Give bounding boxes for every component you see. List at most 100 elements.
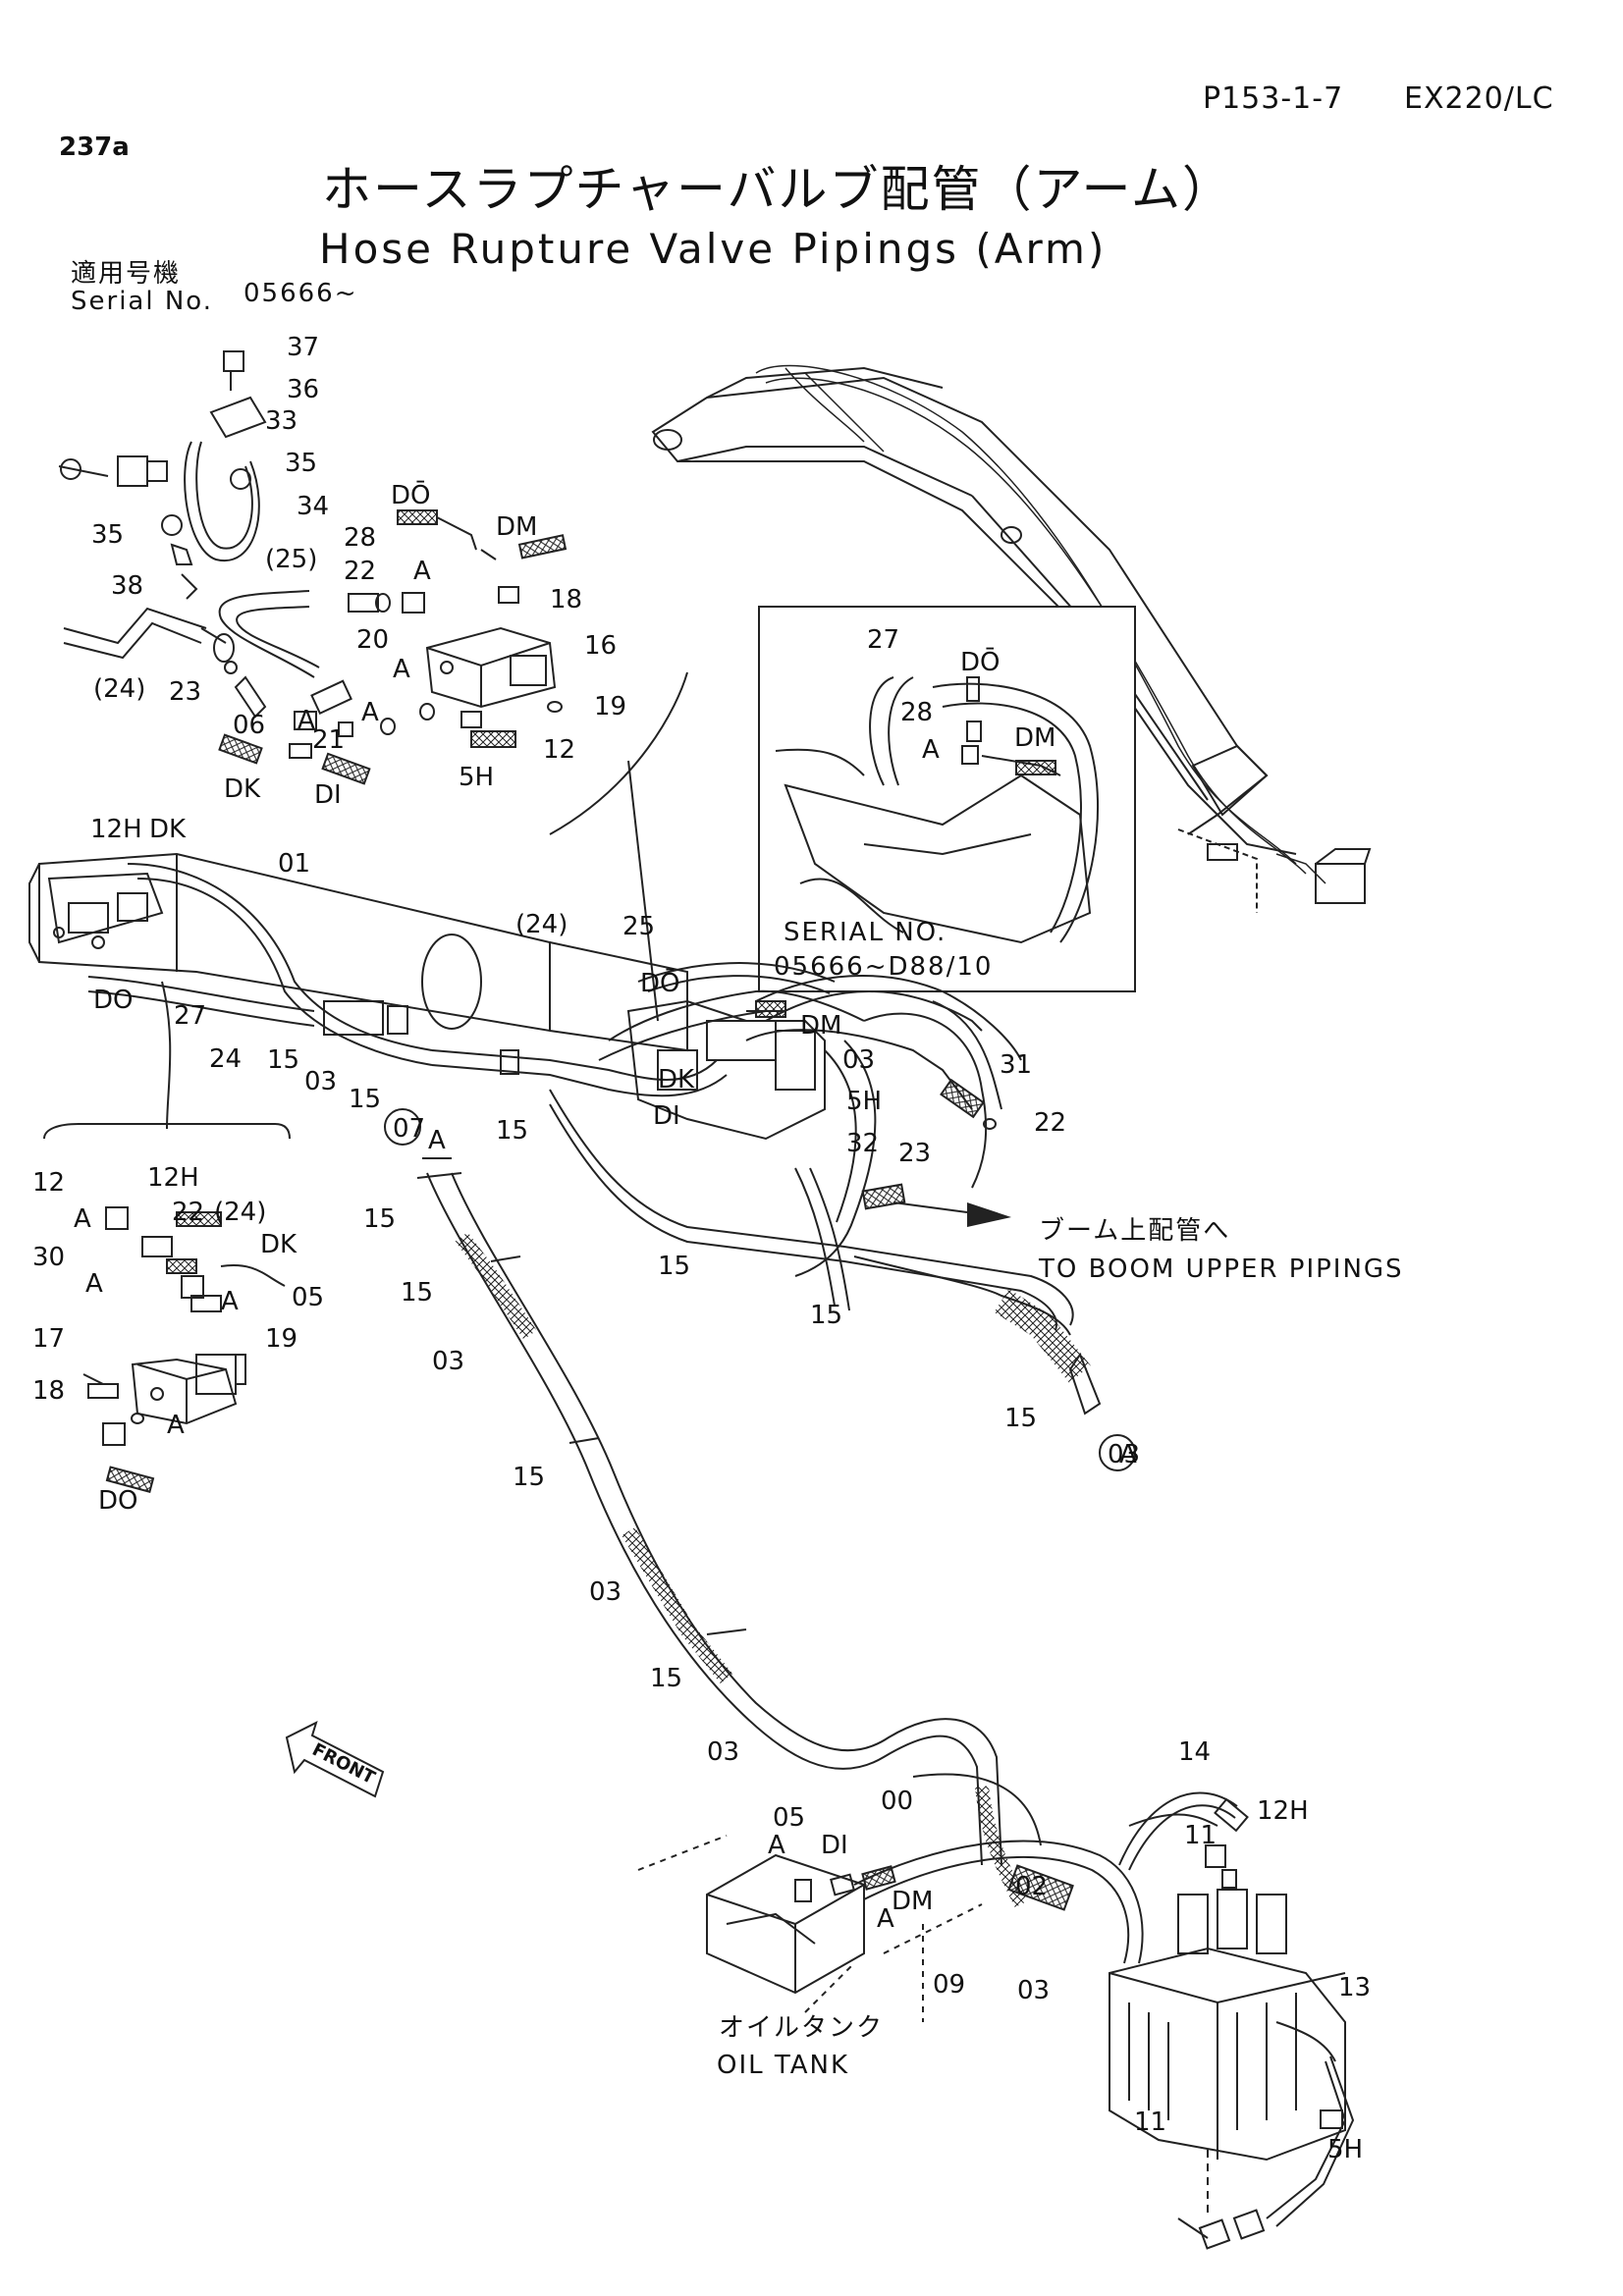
part-label: 12 bbox=[32, 1168, 65, 1198]
part-label: (24) bbox=[515, 910, 568, 939]
part-label: 5H bbox=[459, 763, 494, 792]
inset-serial-label: SERIAL NO. bbox=[784, 918, 947, 947]
model-number: EX220/LC bbox=[1404, 81, 1554, 116]
part-label: 25 bbox=[622, 912, 655, 941]
valve-cluster-center bbox=[598, 962, 988, 1311]
serial-label-en: Serial No. bbox=[71, 287, 213, 316]
part-label: A bbox=[221, 1287, 239, 1316]
part-label: 19 bbox=[265, 1324, 298, 1354]
part-label: 03 bbox=[432, 1347, 464, 1376]
part-label: 35 bbox=[285, 449, 317, 478]
part-label: 15 bbox=[349, 1085, 381, 1114]
part-label: 24 bbox=[209, 1044, 242, 1074]
part-label: 05 bbox=[292, 1283, 324, 1312]
part-label: DM bbox=[1014, 723, 1055, 753]
part-label: 03 bbox=[707, 1737, 739, 1767]
part-label: 22 bbox=[172, 1198, 204, 1227]
part-label: 03 bbox=[304, 1067, 337, 1096]
oil-tank-en: OIL TANK bbox=[717, 2051, 849, 2080]
arm-hose-lines bbox=[755, 364, 1326, 884]
part-label: 37 bbox=[287, 333, 319, 362]
part-label: DO bbox=[93, 986, 134, 1015]
to-boom-jp: ブーム上配管へ bbox=[1039, 1216, 1230, 1246]
part-label: 15 bbox=[658, 1252, 690, 1281]
part-label: 14 bbox=[1178, 1737, 1211, 1767]
oil-tank bbox=[637, 1835, 983, 2022]
control-valve bbox=[1109, 1889, 1355, 2250]
part-label: 19 bbox=[594, 692, 626, 721]
title-english: Hose Rupture Valve Pipings (Arm) bbox=[319, 225, 1107, 273]
part-label: 28 bbox=[344, 523, 376, 553]
part-label: 12H bbox=[147, 1163, 199, 1193]
reference-marker-a: 07 bbox=[384, 1108, 425, 1146]
part-label: 32 bbox=[846, 1129, 879, 1158]
arrow-to-boom bbox=[893, 1201, 1011, 1227]
part-label: 23 bbox=[169, 677, 201, 707]
hose-03-right-end bbox=[853, 1255, 1102, 1415]
part-label: DK bbox=[224, 774, 261, 804]
part-label: 11 bbox=[1184, 1821, 1217, 1850]
part-label: 06 bbox=[233, 711, 265, 740]
part-label: 12H bbox=[90, 815, 142, 844]
arm-cylinder-hoses bbox=[87, 863, 1074, 1331]
part-label: 15 bbox=[810, 1301, 842, 1330]
part-label: A bbox=[428, 1126, 446, 1155]
part-label: A bbox=[298, 706, 315, 735]
part-label: 12H bbox=[1257, 1796, 1309, 1826]
bottom-hoses bbox=[794, 1773, 1218, 1964]
part-label: 15 bbox=[513, 1463, 545, 1492]
oil-tank-jp: オイルタンク bbox=[719, 2013, 884, 2043]
part-label: 22 bbox=[1034, 1108, 1066, 1138]
part-label: DM bbox=[496, 512, 537, 542]
part-label: 15 bbox=[650, 1664, 682, 1693]
inset-box: SERIAL NO. 05666~D88/10 bbox=[758, 606, 1136, 992]
part-label: A bbox=[74, 1204, 91, 1234]
part-label: A bbox=[1119, 1440, 1137, 1469]
part-label: (24) bbox=[214, 1198, 266, 1227]
part-label: 03 bbox=[1017, 1976, 1050, 2005]
to-boom-en: TO BOOM UPPER PIPINGS bbox=[1038, 1255, 1404, 1284]
valve-16 bbox=[425, 626, 557, 709]
title-japanese: ホースラプチャーバルブ配管（アーム） bbox=[322, 161, 1233, 218]
part-label: 34 bbox=[297, 492, 329, 521]
part-label: 23 bbox=[898, 1139, 931, 1168]
part-label: A bbox=[85, 1269, 103, 1299]
part-label: A bbox=[922, 735, 940, 765]
left-inset-valve bbox=[43, 981, 291, 1493]
hose-25 bbox=[218, 590, 425, 678]
part-label: 35 bbox=[91, 520, 124, 550]
part-label: 18 bbox=[32, 1376, 65, 1406]
part-label: DO bbox=[98, 1486, 138, 1516]
part-label: DŌ bbox=[391, 480, 431, 510]
part-label: 5H bbox=[846, 1087, 882, 1116]
part-label: 03 bbox=[842, 1045, 875, 1075]
part-label: A bbox=[768, 1831, 785, 1860]
part-label: 28 bbox=[900, 698, 933, 727]
part-label: 09 bbox=[933, 1970, 965, 2000]
part-label: 01 bbox=[278, 849, 310, 879]
part-label: 13 bbox=[1338, 1973, 1371, 2002]
part-label: (25) bbox=[265, 545, 317, 574]
svg-text:03: 03 bbox=[1108, 1440, 1140, 1469]
balloon-bracket-top bbox=[549, 671, 688, 1022]
part-label: 21 bbox=[312, 725, 345, 755]
svg-text:07: 07 bbox=[393, 1114, 425, 1144]
part-label: DI bbox=[653, 1101, 680, 1131]
hoses-do-dm-top bbox=[218, 509, 568, 785]
part-label: 15 bbox=[363, 1204, 396, 1234]
part-label: 20 bbox=[356, 625, 389, 655]
serial-label-jp: 適用号機 bbox=[71, 259, 181, 289]
part-label: 27 bbox=[867, 625, 899, 655]
part-label: A bbox=[393, 655, 410, 684]
boom-end-cylinder bbox=[1177, 828, 1372, 913]
part-label: 22 bbox=[344, 557, 376, 586]
part-label: DŌ bbox=[640, 968, 680, 998]
part-label: 17 bbox=[32, 1324, 65, 1354]
part-labels: 37363335343538DŌDM28A18(25)221620A19(24)… bbox=[32, 333, 1371, 2164]
part-label: A bbox=[361, 698, 379, 727]
part-label: 31 bbox=[1000, 1050, 1032, 1080]
serial-value: 05666~ bbox=[243, 279, 358, 308]
part-label: 11 bbox=[1134, 2108, 1166, 2137]
part-label: 15 bbox=[1004, 1404, 1037, 1433]
